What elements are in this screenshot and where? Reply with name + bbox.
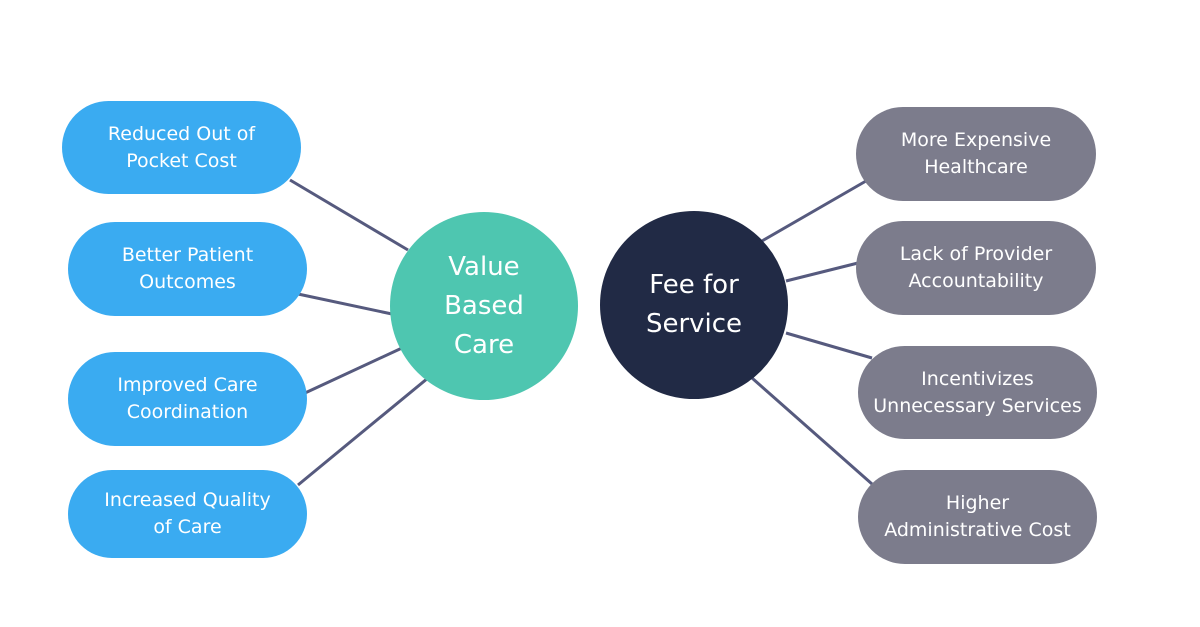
- connector-ffs-accountability: [785, 261, 859, 283]
- connector-ffs-expensive: [761, 179, 867, 243]
- vbc-item-increased-quality-of-care: Increased Quality of Care: [68, 470, 307, 558]
- hub-fee-for-service: Fee for Service: [600, 211, 788, 399]
- connector-ffs-admin-cost: [751, 376, 873, 486]
- hub-value-based-care: Value Based Care: [390, 212, 578, 400]
- connector-vbc-reduced-cost: [289, 178, 409, 252]
- vbc-item-improved-care-coordination: Improved Care Coordination: [68, 352, 307, 446]
- connector-vbc-patient-outcomes: [297, 292, 393, 316]
- ffs-item-higher-administrative-cost: Higher Administrative Cost: [858, 470, 1097, 564]
- ffs-item-more-expensive-healthcare: More Expensive Healthcare: [856, 107, 1096, 201]
- connector-vbc-care-coordination: [304, 346, 403, 395]
- connector-vbc-quality-of-care: [297, 376, 429, 487]
- connector-ffs-unnecessary: [785, 331, 873, 360]
- vbc-item-better-patient-outcomes: Better Patient Outcomes: [68, 222, 307, 316]
- vbc-item-reduced-out-of-pocket-cost: Reduced Out of Pocket Cost: [62, 101, 301, 194]
- ffs-item-lack-of-provider-accountability: Lack of Provider Accountability: [856, 221, 1096, 315]
- ffs-item-incentivizes-unnecessary-services: Incentivizes Unnecessary Services: [858, 346, 1097, 439]
